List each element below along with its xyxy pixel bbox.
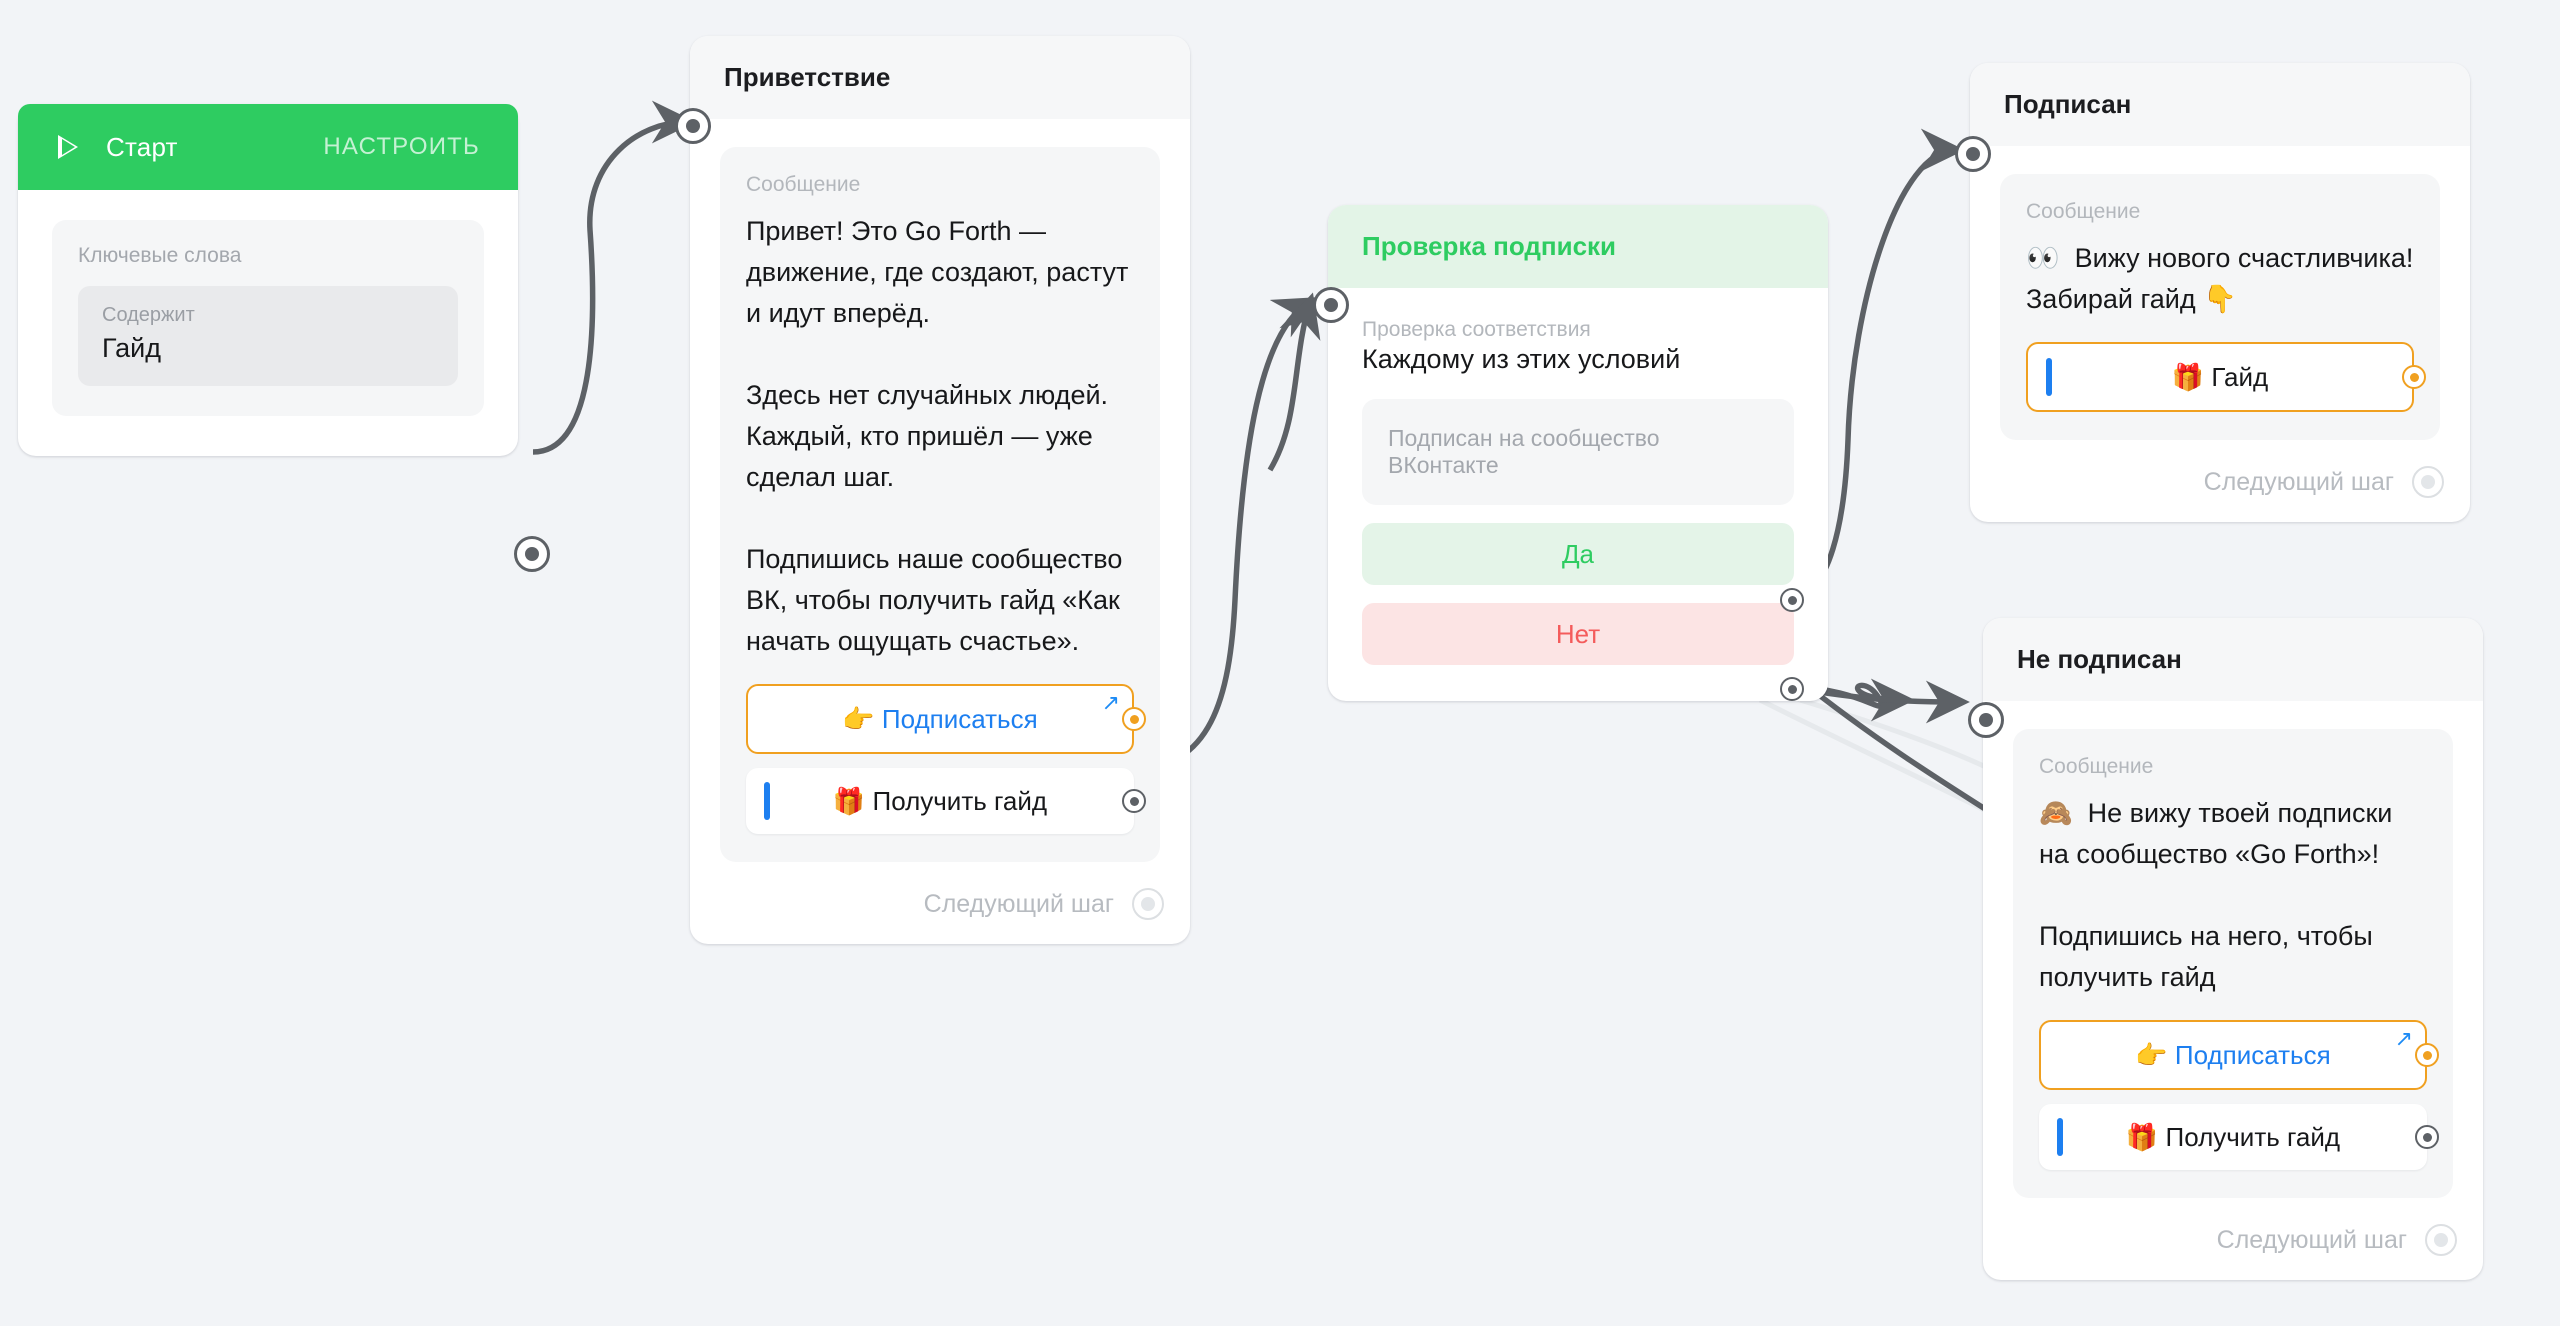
port-core bbox=[1324, 298, 1338, 312]
not-subscribed-message-block[interactable]: Сообщение 🙈 Не вижу твоей подписки на со… bbox=[2013, 729, 2453, 1199]
start-node-title: Старт bbox=[106, 131, 178, 162]
branch-yes[interactable]: Да bbox=[1362, 523, 1794, 585]
branch-yes-port[interactable] bbox=[1780, 588, 1804, 612]
check-type-label: Проверка соответствия bbox=[1362, 318, 1591, 341]
configure-button[interactable]: НАСТРОИТЬ bbox=[323, 133, 480, 160]
greeting-message-block[interactable]: Сообщение Привет! Это Go Forth — движени… bbox=[720, 147, 1160, 863]
subscribed-node-header[interactable]: Подписан bbox=[1970, 63, 2470, 146]
port-core bbox=[1979, 713, 1993, 727]
subscribed-button-guide[interactable]: 🎁 Гайд bbox=[2026, 342, 2414, 413]
greeting-message-text: Привет! Это Go Forth — движение, где соз… bbox=[746, 216, 1129, 657]
port-core bbox=[2422, 1132, 2432, 1142]
subscribed-node-body: Сообщение 👀 Вижу нового счастливчика! За… bbox=[1970, 146, 2470, 441]
not-subscribed-message-text: 🙈 Не вижу твоей подписки на сообщество «… bbox=[2039, 798, 2393, 993]
subscribed-node-input-port[interactable] bbox=[1955, 136, 1991, 172]
greeting-next-step[interactable]: Следующий шаг bbox=[690, 862, 1190, 944]
greeting-next-step-label: Следующий шаг bbox=[923, 889, 1114, 918]
subscribed-button-guide-label: 🎁 Гайд bbox=[2171, 361, 2269, 392]
port-core bbox=[1787, 595, 1797, 605]
not-subscribed-node[interactable]: Не подписан Сообщение 🙈 Не вижу твоей по… bbox=[1968, 618, 2483, 1281]
subscribed-message-block[interactable]: Сообщение 👀 Вижу нового счастливчика! За… bbox=[2000, 174, 2440, 441]
not-subscribed-node-body: Сообщение 🙈 Не вижу твоей подписки на со… bbox=[1983, 701, 2483, 1199]
keywords-label: Ключевые слова bbox=[78, 244, 242, 267]
port-core bbox=[1129, 714, 1139, 724]
port-core bbox=[2421, 475, 2435, 490]
port-core bbox=[1787, 684, 1797, 694]
branch-yes-label: Да bbox=[1561, 538, 1595, 569]
subscribed-button-guide-port[interactable] bbox=[2402, 365, 2426, 390]
keywords-block[interactable]: Ключевые слова Содержит Гайд bbox=[52, 220, 484, 416]
not-subscribed-node-input-port[interactable] bbox=[1968, 702, 2004, 738]
subscribed-node[interactable]: Подписан Сообщение 👀 Вижу нового счастли… bbox=[1955, 63, 2470, 523]
check-type-value: Каждому из этих условий bbox=[1362, 344, 1681, 374]
subscription-check-body: Проверка соответствия Каждому из этих ус… bbox=[1328, 288, 1828, 701]
keyword-condition-value: Гайд bbox=[102, 333, 161, 363]
not-subscribed-next-step-label: Следующий шаг bbox=[2216, 1225, 2407, 1254]
greeting-node-header[interactable]: Приветствие bbox=[690, 36, 1190, 119]
not-subscribed-next-step-port[interactable] bbox=[2425, 1224, 2457, 1257]
keyword-condition-label: Содержит bbox=[102, 304, 195, 326]
port-core bbox=[1141, 897, 1155, 912]
button-accent-bar bbox=[2057, 1118, 2063, 1157]
not-subscribed-node-title: Не подписан bbox=[2017, 644, 2182, 674]
subscription-check-node[interactable]: Проверка подписки Проверка соответствия … bbox=[1313, 205, 1828, 701]
greeting-button-subscribe[interactable]: ↗ 👉 Подписаться bbox=[746, 684, 1134, 755]
greeting-next-step-port[interactable] bbox=[1132, 888, 1164, 921]
not-subscribed-button-subscribe-label: 👉 Подписаться bbox=[2135, 1039, 2331, 1070]
not-subscribed-node-header[interactable]: Не подписан bbox=[1983, 618, 2483, 701]
branch-no[interactable]: Нет bbox=[1362, 603, 1794, 665]
play-icon bbox=[58, 135, 78, 159]
port-core bbox=[1129, 796, 1139, 806]
not-subscribed-button-subscribe-port[interactable] bbox=[2415, 1043, 2439, 1068]
greeting-button-get-guide-port[interactable] bbox=[1122, 789, 1146, 814]
port-core bbox=[1966, 147, 1980, 161]
subscribed-message-text: 👀 Вижу нового счастливчика! Забирай гайд… bbox=[2026, 243, 2421, 315]
subscription-check-header[interactable]: Проверка подписки bbox=[1328, 205, 1828, 288]
not-subscribed-button-get-guide-label: 🎁 Получить гайд bbox=[2125, 1121, 2341, 1152]
not-subscribed-button-get-guide[interactable]: 🎁 Получить гайд bbox=[2039, 1104, 2427, 1171]
subscribed-message-label: Сообщение bbox=[2026, 200, 2141, 223]
condition-chip[interactable]: Подписан на сообщество ВКонтакте bbox=[1362, 399, 1794, 505]
port-core bbox=[525, 547, 539, 561]
start-node-header[interactable]: Старт НАСТРОИТЬ bbox=[18, 104, 518, 190]
start-node-body: Ключевые слова Содержит Гайд bbox=[18, 190, 518, 456]
start-node-output-port[interactable] bbox=[514, 536, 550, 572]
subscription-check-title: Проверка подписки bbox=[1362, 231, 1617, 261]
not-subscribed-message-label: Сообщение bbox=[2039, 755, 2154, 778]
greeting-node[interactable]: Приветствие Сообщение Привет! Это Go For… bbox=[675, 36, 1190, 945]
subscribed-next-step-label: Следующий шаг bbox=[2203, 467, 2394, 496]
greeting-node-input-port[interactable] bbox=[675, 108, 711, 144]
port-core bbox=[2422, 1050, 2432, 1060]
port-core bbox=[2409, 372, 2419, 382]
subscribed-next-step[interactable]: Следующий шаг bbox=[1970, 440, 2470, 522]
port-core bbox=[686, 119, 700, 133]
subscribed-node-title: Подписан bbox=[2004, 89, 2132, 119]
button-accent-bar bbox=[2046, 358, 2052, 397]
greeting-message-label: Сообщение bbox=[746, 173, 861, 196]
not-subscribed-next-step[interactable]: Следующий шаг bbox=[1983, 1198, 2483, 1280]
subscription-check-input-port[interactable] bbox=[1313, 287, 1349, 323]
greeting-button-get-guide[interactable]: 🎁 Получить гайд bbox=[746, 768, 1134, 835]
not-subscribed-button-subscribe[interactable]: ↗ 👉 Подписаться bbox=[2039, 1020, 2427, 1091]
greeting-button-get-guide-label: 🎁 Получить гайд bbox=[832, 785, 1048, 816]
external-link-icon: ↗ bbox=[2394, 1026, 2413, 1052]
greeting-node-body: Сообщение Привет! Это Go Forth — движени… bbox=[690, 119, 1190, 863]
branch-no-port[interactable] bbox=[1780, 677, 1804, 701]
greeting-button-subscribe-label: 👉 Подписаться bbox=[842, 703, 1038, 734]
keyword-condition-chip[interactable]: Содержит Гайд bbox=[78, 286, 458, 386]
port-core bbox=[2434, 1233, 2448, 1248]
not-subscribed-button-get-guide-port[interactable] bbox=[2415, 1125, 2439, 1150]
branch-no-label: Нет bbox=[1555, 618, 1601, 649]
button-accent-bar bbox=[764, 782, 770, 821]
subscribed-next-step-port[interactable] bbox=[2412, 466, 2444, 499]
external-link-icon: ↗ bbox=[1101, 690, 1120, 716]
greeting-node-title: Приветствие bbox=[724, 62, 891, 92]
start-node[interactable]: Старт НАСТРОИТЬ Ключевые слова Содержит … bbox=[18, 104, 550, 572]
